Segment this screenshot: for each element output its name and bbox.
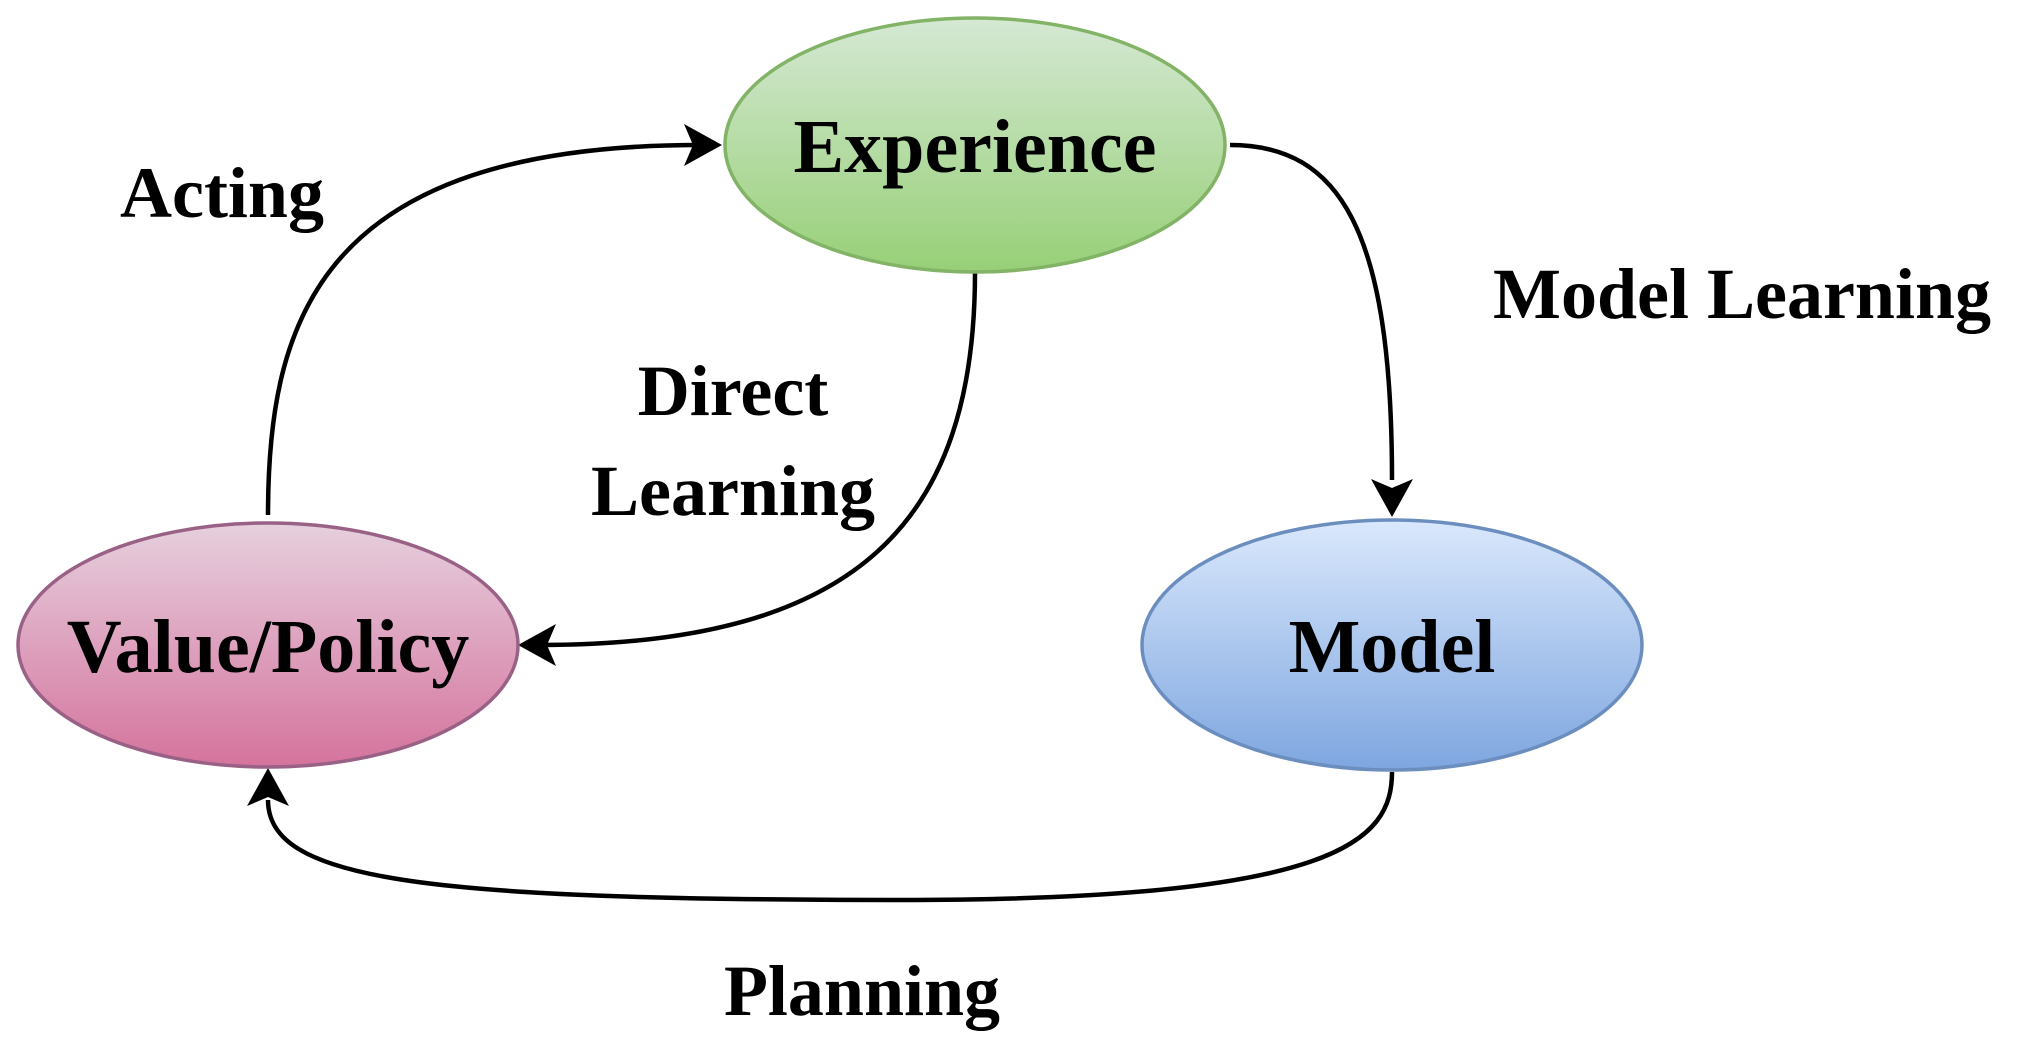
edge-model-learning [1229,142,1413,517]
experience-ellipse [723,16,1227,274]
experience-label: Experience [793,105,1156,189]
model-learning-arrowhead [1371,479,1413,517]
edge-direct-learning [518,271,978,666]
model-learning-arrow-line [1229,142,1395,481]
model-label: Model [1289,605,1496,689]
model-ellipse [1140,518,1644,772]
model-learning-label: Model Learning [1493,254,1991,334]
planning-arrowhead [247,768,289,806]
value-policy-label: Value/Policy [67,605,470,689]
direct-learning-arrowhead [518,624,556,666]
value-policy-ellipse [16,521,520,769]
direct-learning-arrow-line [539,271,978,648]
edge-planning [247,768,1395,903]
direct-learning-label-line2: Learning [591,451,875,531]
acting-arrow-line [265,142,701,516]
node-value-policy: Value/Policy [16,521,520,769]
node-model: Model [1140,518,1644,772]
edge-acting [265,124,722,516]
acting-label: Acting [120,153,324,233]
planning-label: Planning [724,951,1000,1031]
planning-arrow-line [265,771,1395,903]
direct-learning-label-line1: Direct [638,351,829,431]
acting-arrowhead [684,124,722,166]
node-experience: Experience [723,16,1227,274]
